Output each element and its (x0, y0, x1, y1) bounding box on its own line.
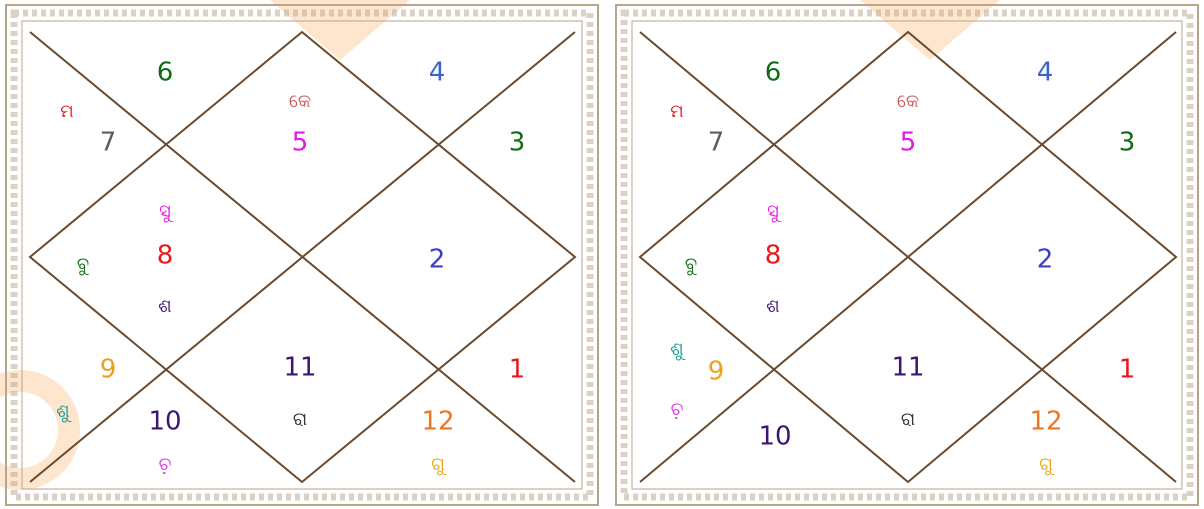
house-number-9: 9 (100, 355, 117, 385)
planet-rahu: ରା (901, 409, 915, 430)
house-number-5: 5 (292, 128, 309, 158)
house-number-2: 2 (429, 245, 446, 275)
house-number-2: 2 (1037, 245, 1054, 275)
house-number-4: 4 (1037, 58, 1054, 88)
house-number-10: 10 (758, 422, 791, 452)
planet-chandra: ଚ଼ (159, 454, 172, 475)
house-number-5: 5 (900, 128, 917, 158)
house-number-1: 1 (1119, 355, 1136, 385)
planet-surya: ସୁ (767, 201, 782, 222)
planet-ketu: କେ (897, 91, 919, 112)
planet-ketu: କେ (289, 91, 311, 112)
house-number-1: 1 (509, 355, 526, 385)
kundli-chart-right: 1 2 3 4 5 6 7 8 9 10 11 12 ମ କେ ସୁ ବୁ ଶ … (610, 0, 1204, 509)
house-number-7: 7 (708, 128, 725, 158)
house-number-11: 11 (891, 353, 924, 383)
house-number-8: 8 (765, 241, 782, 271)
house-number-7: 7 (100, 128, 117, 158)
planet-chandra: ଚ଼ (671, 399, 684, 420)
house-number-9: 9 (708, 357, 725, 387)
house-number-12: 12 (1029, 407, 1062, 437)
planet-shukra: ଶୁ (56, 401, 72, 422)
kundli-chart-left: 1 2 3 4 5 6 7 8 9 10 11 12 ମ କେ ସୁ ବୁ ଶ … (0, 0, 604, 509)
planet-rahu: ରା (293, 409, 307, 430)
kundli-chart-svg: 1 2 3 4 5 6 7 8 9 10 11 12 ମ କେ ସୁ ବୁ ଶ … (0, 0, 604, 509)
planet-shani: ଶ (158, 296, 171, 317)
planet-guru: ଗୁ (431, 454, 448, 475)
planet-guru: ଗୁ (1039, 454, 1056, 475)
house-number-3: 3 (509, 128, 526, 158)
frame-outer (6, 5, 598, 505)
house-number-10: 10 (148, 407, 181, 437)
planet-shani: ଶ (766, 296, 779, 317)
house-number-8: 8 (157, 241, 174, 271)
planet-surya: ସୁ (159, 201, 174, 222)
house-number-6: 6 (157, 58, 174, 88)
planet-mangal: ମ (60, 101, 73, 122)
planet-budha: ବୁ (685, 254, 698, 275)
kundli-chart-svg: 1 2 3 4 5 6 7 8 9 10 11 12 ମ କେ ସୁ ବୁ ଶ … (610, 0, 1204, 509)
house-number-4: 4 (429, 58, 446, 88)
house-number-3: 3 (1119, 128, 1136, 158)
house-number-12: 12 (421, 407, 454, 437)
planet-mangal: ମ (670, 101, 683, 122)
planet-shukra: ଶୁ (670, 339, 686, 360)
house-number-6: 6 (765, 58, 782, 88)
planet-budha: ବୁ (77, 254, 90, 275)
house-number-11: 11 (283, 353, 316, 383)
